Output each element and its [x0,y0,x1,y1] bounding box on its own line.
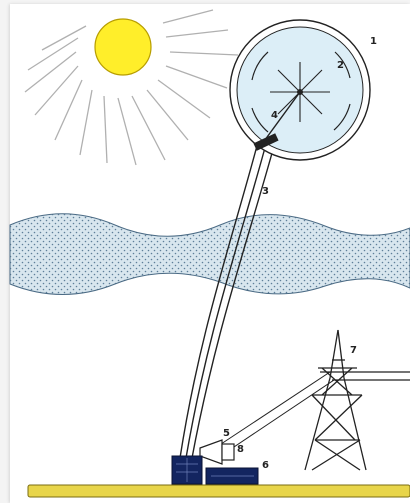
label-inner: 4 [271,110,278,121]
generator-box [222,444,234,460]
label-spokes: 2 [337,60,344,71]
turbine-cone [200,440,222,464]
label-balloon: 1 [370,36,377,47]
ground-fill [28,485,410,497]
balloon-icon [230,20,370,160]
turbine-icon [172,440,258,484]
cloud-band [10,214,410,295]
sun-icon [25,10,238,165]
pylon-icon [305,330,410,470]
label-turbine: 5 [223,428,230,439]
power-lines [215,372,334,455]
label-box: 6 [262,460,269,471]
ground-strip [28,485,410,497]
sun-disc [95,19,151,75]
label-generator: 8 [237,444,244,455]
tether-cable [180,142,274,458]
label-pylon: 7 [350,345,357,356]
label-tether: 3 [262,186,269,197]
cloud-band-dots [10,214,410,295]
